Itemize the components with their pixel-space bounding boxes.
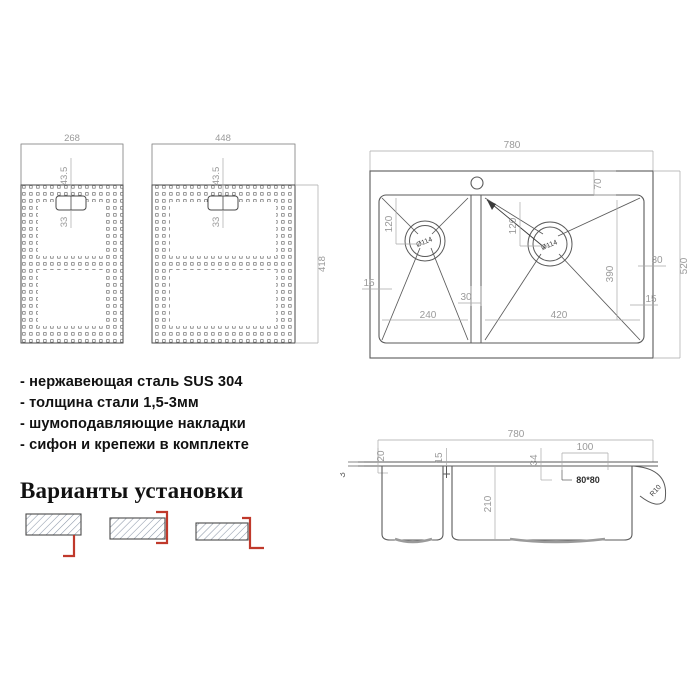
variant-flushmount[interactable] — [109, 510, 169, 545]
sink-section-view-drawing: 780 3 20 — [340, 418, 700, 558]
right-bowl-base-shadow — [509, 537, 606, 544]
divider-section — [443, 465, 450, 478]
dim-label-15-divider: 15 — [434, 452, 445, 464]
dim-label-120-left: 120 — [384, 215, 395, 232]
variant-overmount-sink-line — [63, 535, 76, 558]
variant-overmount-counter — [25, 513, 82, 536]
left-drain-outer — [404, 220, 446, 262]
spec-line-siphon: - сифон и крепежи в комплекте — [20, 437, 249, 453]
variants-diagrams — [18, 506, 288, 566]
dim-20 — [377, 448, 388, 474]
dim-label-30-right: 30 — [651, 255, 663, 266]
dim-3-thickness — [348, 461, 364, 467]
variant-overmount[interactable] — [25, 513, 82, 558]
sink-outer-plate — [369, 170, 654, 359]
variant-undermount-sink-line — [242, 516, 264, 550]
pad-large-upper-area — [151, 143, 296, 186]
dim-120-right — [519, 202, 550, 247]
dim-label-70: 70 — [593, 178, 604, 190]
dim-label-520: 520 — [679, 257, 690, 274]
variant-undermount-counter — [195, 522, 249, 541]
dim-label-448: 448 — [215, 133, 231, 144]
dim-label-15-right: 15 — [645, 294, 657, 305]
tap-hole — [470, 176, 484, 190]
dim-label-420: 420 — [551, 310, 568, 321]
sink-top-view-svg: 780 Ø114 — [362, 140, 690, 359]
dim-label-43-5-large: 43.5 — [211, 167, 222, 186]
pad-templates-svg: 268 43.5 33 — [20, 133, 328, 344]
radius-label: R10 — [649, 484, 663, 498]
spec-line-thickness: - толщина стали 1,5-3мм — [20, 395, 199, 411]
spec-line-pads: - шумоподавляющие накладки — [20, 416, 246, 432]
left-bowl-section — [381, 466, 444, 541]
right-bowl-slopes — [484, 197, 641, 341]
dim-label-240: 240 — [420, 310, 437, 321]
sink-section-svg: 780 3 20 — [340, 429, 667, 544]
dim-520 — [653, 170, 681, 359]
dim-label-268: 268 — [64, 133, 80, 144]
dim-268 — [20, 143, 124, 185]
pad-small: 268 43.5 33 — [20, 133, 124, 344]
variants-svg — [25, 510, 264, 558]
dim-70 — [593, 170, 616, 196]
dim-label-34: 34 — [529, 454, 540, 466]
pad-large-dot-pattern — [152, 185, 295, 343]
dim-780-top — [369, 150, 654, 171]
variant-flushmount-sink-line — [156, 510, 169, 545]
left-bowl-slopes — [381, 197, 469, 341]
right-bowl-section — [451, 466, 633, 541]
dim-448 — [151, 143, 296, 185]
variant-flushmount-counter — [109, 517, 166, 540]
sink-inner-outline — [378, 194, 645, 344]
pad-templates-drawing: 268 43.5 33 — [0, 128, 340, 368]
dim-34 — [540, 448, 552, 481]
right-drain-outer — [527, 221, 573, 267]
dim-label-33-small: 33 — [59, 217, 70, 228]
spec-list: - нержавеющая сталь SUS 304 - толщина ст… — [20, 372, 320, 456]
outlet-square-label: 80*80 — [576, 475, 600, 485]
dim-label-780-side: 780 — [508, 429, 525, 440]
bowl-divider — [470, 194, 482, 344]
dim-label-780-top: 780 — [504, 140, 521, 151]
dim-120-left — [395, 198, 425, 245]
dim-label-43-5-small: 43.5 — [59, 167, 70, 186]
dim-label-15-left: 15 — [363, 278, 375, 289]
dim-418 — [295, 184, 319, 344]
sink-top-view-drawing: 780 Ø114 — [340, 126, 700, 376]
dim-label-390: 390 — [605, 265, 616, 282]
left-drain-inner — [409, 225, 441, 257]
dim-780-side — [377, 439, 654, 462]
dim-label-30-divider: 30 — [460, 292, 472, 303]
dim-label-100: 100 — [577, 442, 594, 453]
variant-undermount[interactable] — [195, 516, 264, 550]
right-drain-inner — [532, 226, 568, 262]
dim-label-33-large: 33 — [211, 217, 222, 228]
outlet-callout-leader — [561, 470, 572, 481]
variants-title: Варианты установки — [20, 478, 244, 503]
spec-line-material: - нержавеющая сталь SUS 304 — [20, 374, 243, 390]
left-bowl-base-shadow — [394, 537, 433, 544]
pad-small-upper-area — [20, 143, 124, 186]
pad-small-dot-pattern — [21, 185, 123, 343]
corner-radius-detail — [631, 465, 667, 505]
dim-label-210: 210 — [483, 495, 494, 512]
dim-label-418: 418 — [317, 256, 328, 272]
dim-label-20: 20 — [376, 450, 387, 462]
dim-30-divider — [458, 286, 482, 306]
pad-large: 448 43.5 33 418 — [151, 133, 328, 344]
dim-100 — [561, 452, 609, 470]
dim-label-120-right: 120 — [508, 217, 519, 234]
divider-callout-arrow — [486, 199, 546, 249]
dim-label-3: 3 — [340, 472, 348, 478]
